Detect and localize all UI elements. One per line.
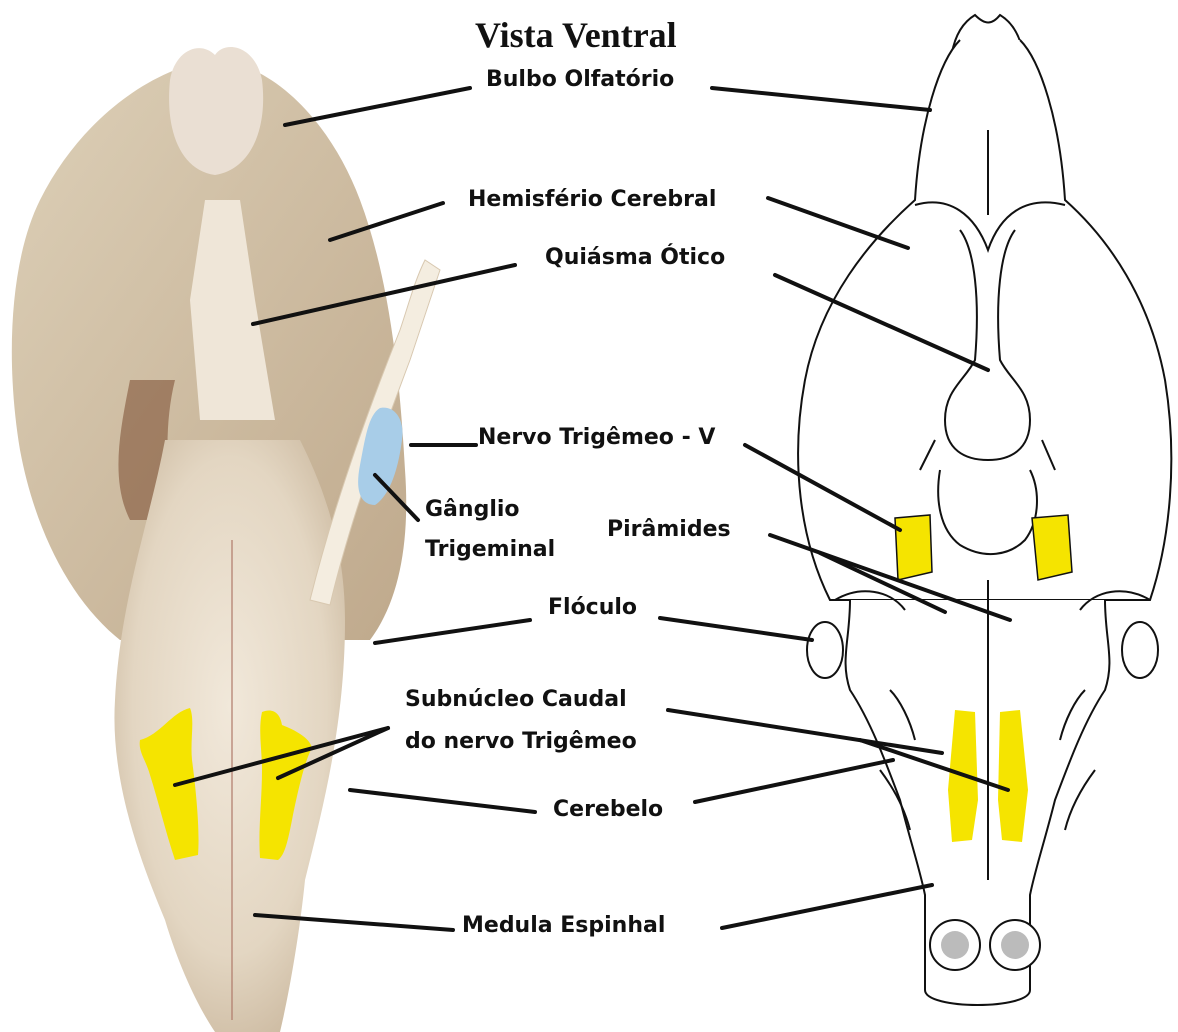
schematic-drawing xyxy=(798,15,1171,1005)
label-bulbo-olfatorio: Bulbo Olfatório xyxy=(486,66,674,94)
schematic-hemispheres xyxy=(798,40,1171,600)
specimen-brainstem xyxy=(114,440,345,1032)
label-cerebelo: Cerebelo xyxy=(553,796,663,824)
label-hemisferio-cerebral: Hemisfério Cerebral xyxy=(468,186,716,214)
label-subnucleo-line2: do nervo Trigêmeo xyxy=(405,728,637,756)
label-subnucleo-line1: Subnúcleo Caudal xyxy=(405,686,627,714)
schematic-pyramid-left xyxy=(895,515,932,580)
schematic-pyramid-right xyxy=(1032,515,1072,580)
label-nervo-trigemeo: Nervo Trigêmeo - V xyxy=(478,424,715,452)
label-floculo: Flóculo xyxy=(548,594,637,622)
label-medula-espinhal: Medula Espinhal xyxy=(462,912,665,940)
label-piramides: Pirâmides xyxy=(607,516,731,544)
label-ganglio-line2: Trigeminal xyxy=(425,536,555,564)
specimen-photo xyxy=(12,47,440,1032)
diagram-title: Vista Ventral xyxy=(475,14,677,56)
label-quiasma-otico: Quiásma Ótico xyxy=(545,244,725,272)
label-ganglio-line1: Gânglio xyxy=(425,496,520,524)
